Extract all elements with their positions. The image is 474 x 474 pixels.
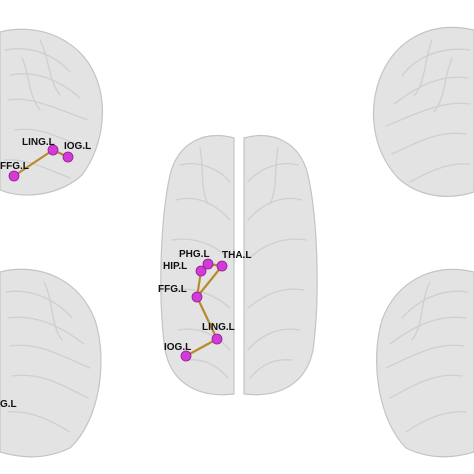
region-label-phg-l: PHG.L (179, 249, 210, 260)
region-label-iog-l: IOG.L (164, 342, 191, 353)
brain-view-top-left (0, 28, 103, 196)
region-node-ling-l (211, 333, 223, 345)
region-node-ffg-l (191, 291, 203, 303)
region-label-iog-l: IOG.L (64, 141, 91, 152)
region-label-ling-l: LING.L (202, 322, 235, 333)
brain-view-center-axial (160, 135, 318, 396)
region-label-ffg-l: FFG.L (0, 161, 29, 172)
brain-view-bottom-left (0, 268, 102, 458)
connection-edge (195, 295, 219, 341)
region-label-ffg-l: FFG.L (158, 284, 187, 295)
region-node-hip-l (195, 265, 207, 277)
region-label-hip-l: HIP.L (163, 261, 187, 272)
region-node-ffg-l (8, 170, 20, 182)
brain-view-bottom-right (376, 268, 474, 458)
region-nodes (8, 144, 228, 362)
connection-edge (184, 337, 219, 358)
region-node-ling-l (47, 144, 59, 156)
region-node-iog-l (180, 350, 192, 362)
region-label-tha-l: THA.L (222, 250, 251, 261)
connection-edge (195, 264, 224, 299)
brain-view-top-right (372, 26, 474, 197)
region-label-ling-l: LING.L (22, 137, 55, 148)
region-labels: LING.L IOG.L FFG.L PHG.L THA.L HIP.L FFG.L LING… (0, 137, 251, 410)
connection-edge (12, 148, 55, 178)
region-label-iog-l: G.L (0, 399, 17, 410)
region-node-phg-l (202, 258, 214, 270)
region-node-tha-l (216, 260, 228, 272)
region-node-iog-l (62, 151, 74, 163)
